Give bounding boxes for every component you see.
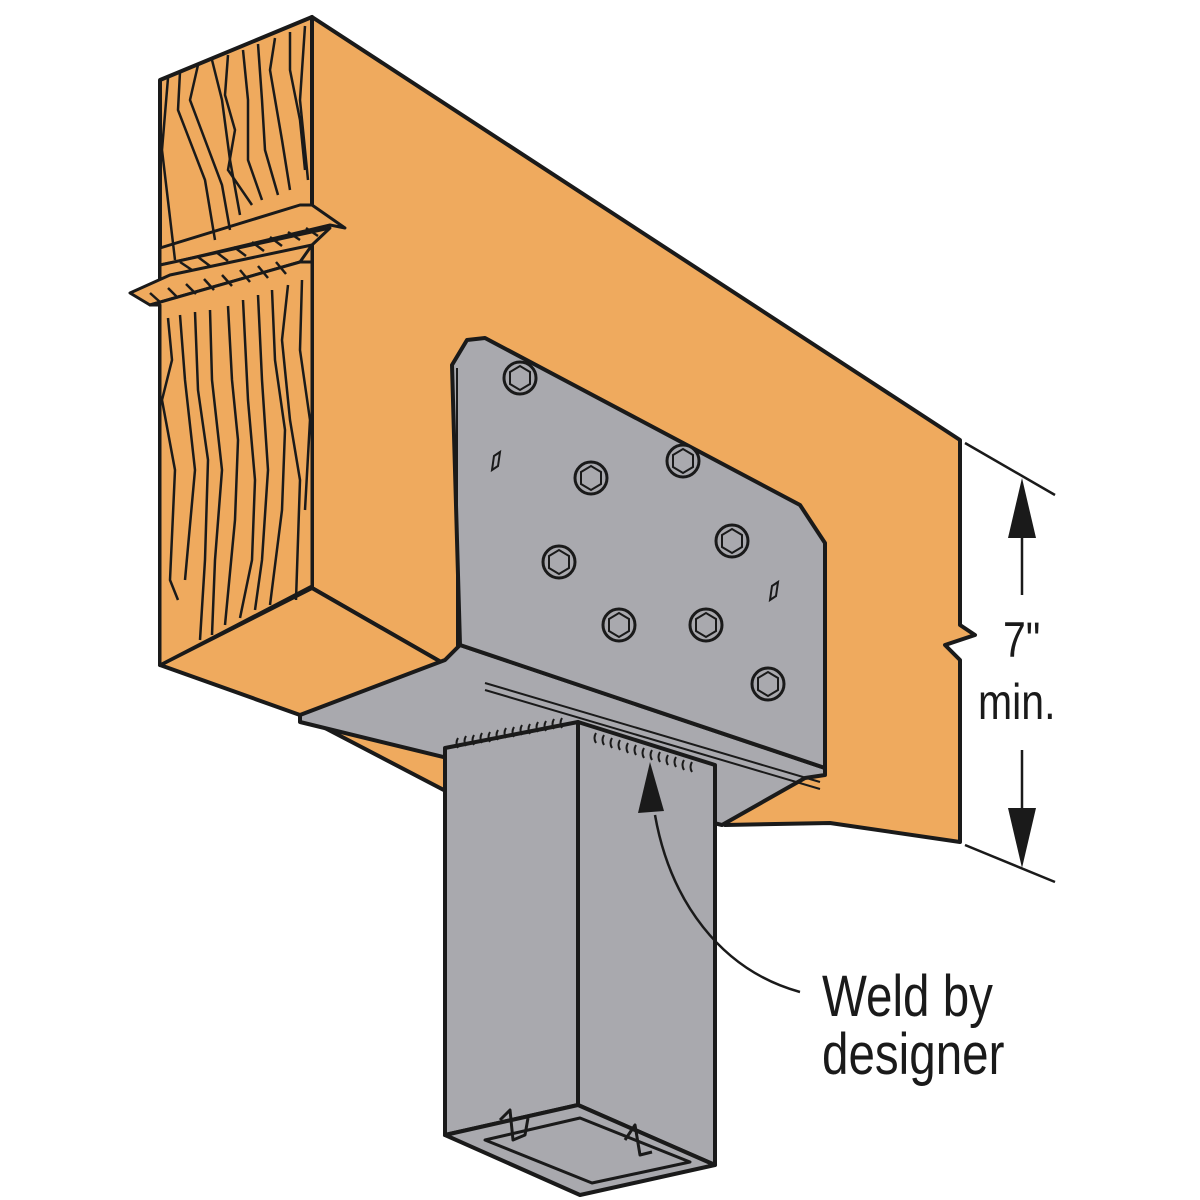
diamond-hole-icon	[768, 579, 780, 603]
plate-bend-line	[484, 682, 821, 790]
bolt-icon	[665, 443, 701, 479]
arrow-up-icon	[1008, 478, 1036, 538]
steel-post	[443, 720, 717, 1197]
wood-grain-lines	[149, 25, 319, 641]
dimension-indicator	[964, 441, 1056, 884]
bolts	[490, 360, 786, 702]
dimension-qualifier: min.	[978, 674, 1056, 730]
bolt-icon	[688, 607, 724, 643]
weld-bead	[455, 717, 693, 773]
arrow-down-icon	[1008, 808, 1036, 868]
dimension-value: 7"	[1003, 612, 1041, 668]
arrow-up-icon	[638, 762, 664, 813]
bolt-icon	[502, 360, 538, 396]
callout-line-2: designer	[822, 1022, 1005, 1087]
dimension-extension-bottom	[964, 843, 1056, 884]
diamond-hole-icon	[490, 449, 502, 473]
side-plate	[450, 336, 827, 770]
end-grain	[128, 203, 347, 667]
bolt-icon	[601, 607, 637, 643]
bolt-icon	[541, 544, 577, 580]
post-face-left	[443, 720, 580, 1137]
bolt-icon	[750, 666, 786, 702]
bolt-icon	[714, 523, 750, 559]
bolt-icon	[573, 460, 609, 496]
callout-leader	[638, 762, 801, 994]
callout-line-1: Weld by	[822, 964, 993, 1029]
dimension-extension-top	[964, 441, 1056, 497]
